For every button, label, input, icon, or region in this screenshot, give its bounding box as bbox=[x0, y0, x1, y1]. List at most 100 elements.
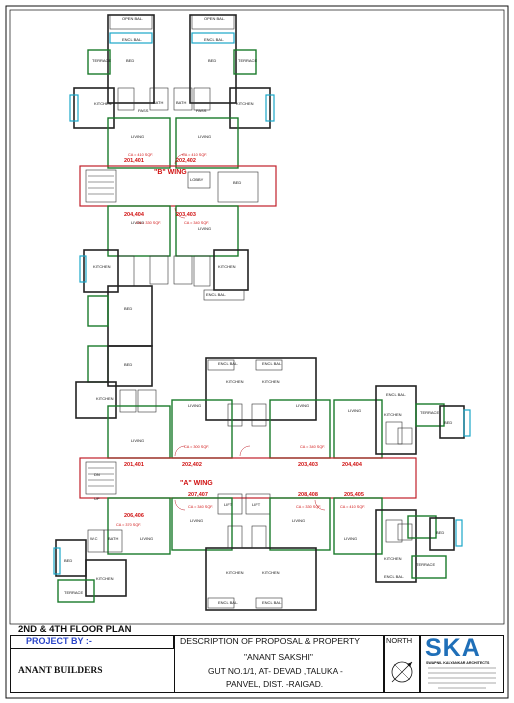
unit-number: 205,405 bbox=[344, 492, 364, 498]
drawing-frame bbox=[5, 5, 509, 699]
room-label: LIVING bbox=[131, 134, 144, 139]
room-label: LIFT bbox=[252, 502, 261, 507]
room-label: KITCHEN bbox=[262, 570, 280, 575]
room-label: BED bbox=[64, 558, 72, 563]
room-label: ENCL BAL. bbox=[384, 574, 404, 579]
unit-number: 202,402 bbox=[176, 158, 196, 164]
builder-name: ANANT BUILDERS bbox=[18, 666, 103, 676]
address-line-1: GUT NO.1/1, AT- DEVAD ,TALUKA - bbox=[208, 666, 343, 676]
carpet-area: CA = 410 SQF. bbox=[182, 153, 207, 157]
room-label: LIVING bbox=[344, 536, 357, 541]
room-label: BED bbox=[126, 58, 134, 63]
room-label: LIVING bbox=[190, 518, 203, 523]
wing-label-a: "A" WING bbox=[180, 480, 213, 487]
room-label: ENCL BAL. bbox=[218, 600, 238, 605]
firm-logo: SKA bbox=[425, 634, 481, 662]
room-label: OPEN BAL. bbox=[204, 16, 225, 21]
room-label: KITCHEN bbox=[262, 379, 280, 384]
room-label: ENCL BAL. bbox=[218, 361, 238, 366]
room-label: UP bbox=[94, 496, 100, 501]
room-label: ENCL BAL. bbox=[122, 37, 142, 42]
room-label: KITCHEN bbox=[218, 264, 236, 269]
room-label: KITCHEN bbox=[94, 101, 112, 106]
room-label: ENCL BAL. bbox=[262, 361, 282, 366]
room-label: KITCHEN bbox=[226, 379, 244, 384]
room-label: BED bbox=[436, 530, 444, 535]
unit-labels: 201,401 202,402 203,403 204,404 201,401 … bbox=[116, 153, 365, 527]
room-label: ENCL BAL. bbox=[386, 392, 406, 397]
unit-number: 204,404 bbox=[124, 212, 145, 218]
room-label: TERRACE bbox=[64, 590, 83, 595]
project-name: "ANANT SAKSHI" bbox=[244, 652, 313, 662]
room-label: BED bbox=[208, 58, 216, 63]
room-label: BATH bbox=[176, 100, 186, 105]
room-label: KITCHEN bbox=[96, 576, 114, 581]
a-wing bbox=[53, 153, 471, 611]
room-label: LIVING bbox=[348, 408, 361, 413]
room-label: ENCL BAL. bbox=[262, 600, 282, 605]
room-label: LIVING bbox=[198, 134, 211, 139]
carpet-area: CA = 340 SQF. bbox=[188, 505, 213, 509]
north-arrow-icon bbox=[391, 661, 413, 683]
unit-number: 204,404 bbox=[342, 462, 363, 468]
project-by-cell bbox=[10, 635, 174, 649]
room-labels: OPEN BAL. OPEN BAL. ENCL BAL. ENCL BAL. … bbox=[64, 16, 452, 605]
room-label: TERRACE bbox=[416, 562, 435, 567]
unit-number: 203,403 bbox=[298, 462, 318, 468]
room-label: BATH bbox=[153, 100, 163, 105]
carpet-area: CA = 370 SQF. bbox=[116, 523, 141, 527]
room-label: LOBBY bbox=[190, 177, 204, 182]
unit-number: 203,403 bbox=[176, 212, 196, 218]
unit-number: 201,401 bbox=[124, 462, 144, 468]
north-label: NORTH bbox=[386, 636, 413, 645]
firm-name: SWAPNIL KALYANKAR ARCHITECTS bbox=[426, 661, 490, 665]
room-label: TERRACE bbox=[238, 58, 257, 63]
project-by-label: PROJECT BY :- bbox=[26, 636, 92, 646]
room-label: LIVING bbox=[140, 536, 153, 541]
room-label: PASS bbox=[196, 108, 207, 113]
room-label: DN bbox=[94, 472, 100, 477]
room-label: TERRACE bbox=[92, 58, 111, 63]
room-label: LIVING bbox=[292, 518, 305, 523]
unit-number: 206,406 bbox=[124, 513, 144, 519]
room-label: LIFT bbox=[224, 502, 233, 507]
room-label: KITCHEN bbox=[226, 570, 244, 575]
room-label: KITCHEN bbox=[384, 412, 402, 417]
room-label: LIVING bbox=[131, 438, 144, 443]
firm-details-lines bbox=[428, 667, 496, 689]
carpet-area: CA = 330 SQF. bbox=[136, 221, 161, 225]
room-label: OPEN BAL. bbox=[122, 16, 143, 21]
north-cell bbox=[384, 635, 420, 693]
description-cell bbox=[174, 635, 384, 693]
unit-number: 201,401 bbox=[124, 158, 144, 164]
drawing-inner-frame bbox=[9, 9, 505, 625]
description-heading: DESCRIPTION OF PROPOSAL & PROPERTY bbox=[180, 636, 361, 646]
unit-number: 208,408 bbox=[298, 492, 318, 498]
room-label: W.C bbox=[90, 536, 98, 541]
unit-number: 207,407 bbox=[188, 492, 208, 498]
room-label: BATH bbox=[108, 536, 118, 541]
room-label: LIVING bbox=[188, 403, 201, 408]
wing-label-b: "B" WING bbox=[154, 169, 187, 176]
address-line-2: PANVEL, DIST. -RAIGAD. bbox=[226, 679, 324, 689]
room-label: ENCL BAL. bbox=[206, 292, 226, 297]
room-label: BED bbox=[124, 306, 132, 311]
carpet-area: CA = 330 SQF. bbox=[296, 505, 321, 509]
room-label: BED bbox=[233, 180, 241, 185]
b-wing bbox=[69, 14, 277, 387]
unit-number: 202,402 bbox=[182, 462, 202, 468]
room-label: ENCL BAL. bbox=[204, 37, 224, 42]
room-label: KITCHEN bbox=[96, 396, 114, 401]
room-label: KITCHEN bbox=[384, 556, 402, 561]
room-label: KITCHEN bbox=[93, 264, 111, 269]
carpet-area: CA = 410 SQF. bbox=[128, 153, 153, 157]
room-label: BED bbox=[124, 362, 132, 367]
carpet-area: CA = 340 SQF. bbox=[300, 445, 325, 449]
carpet-area: CA = 410 SQF. bbox=[340, 505, 365, 509]
room-label: LIVING bbox=[296, 403, 309, 408]
carpet-area: CA = 340 SQF. bbox=[184, 221, 209, 225]
room-label: PASS bbox=[138, 108, 149, 113]
room-label: BED bbox=[444, 420, 452, 425]
room-label: TERRACE bbox=[420, 410, 439, 415]
